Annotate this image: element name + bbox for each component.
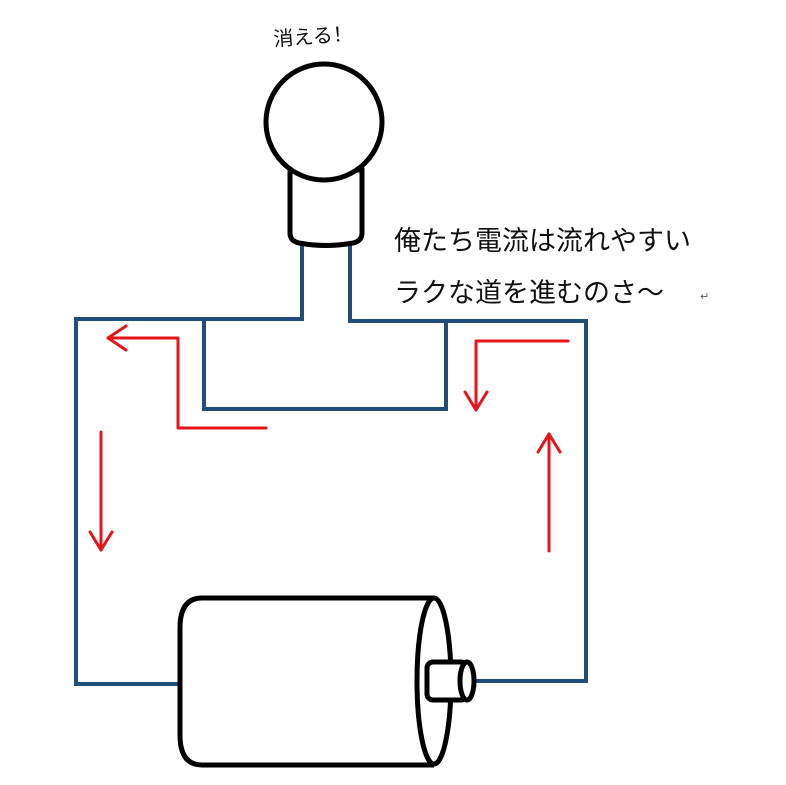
circuit-wires: [74, 243, 588, 686]
right-loop-wire: [348, 243, 588, 683]
main-loop-wire: [74, 243, 304, 686]
bulb-exclaim-label: 消える！: [273, 22, 354, 51]
paragraph-mark: ↵: [700, 290, 709, 303]
battery-terminal-tip: [457, 659, 477, 703]
bypass-wire: [202, 319, 448, 411]
arrow-down-right: [463, 339, 570, 412]
light-bulb-icon: [263, 61, 385, 248]
battery-body: [177, 595, 434, 768]
bulb-globe: [263, 61, 385, 183]
speech-line-1: 俺たち電流は流れやすい: [394, 226, 691, 257]
battery-icon: [177, 595, 477, 768]
arrow-up-right: [536, 432, 562, 553]
speech-line-2: ラクな道を進むのさ～: [394, 278, 664, 309]
current-arrows: [88, 324, 570, 553]
arrow-down-left: [88, 430, 114, 552]
arrow-left-top: [106, 324, 268, 430]
bulb-base: [287, 167, 365, 248]
